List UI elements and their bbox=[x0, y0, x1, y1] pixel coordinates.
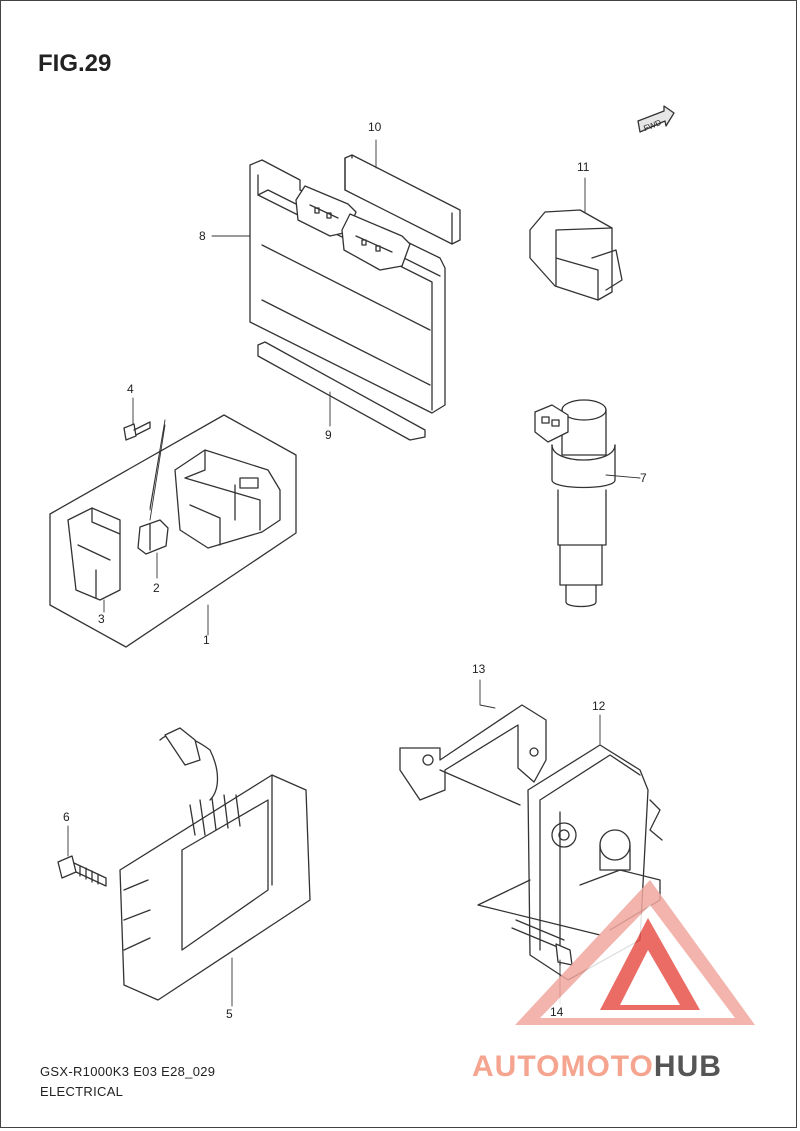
bolt-long bbox=[57, 855, 107, 887]
watermark-text-part2: HUB bbox=[653, 1050, 722, 1083]
callout-3: 3 bbox=[98, 612, 105, 626]
callout-12: 12 bbox=[592, 699, 606, 713]
bracket bbox=[399, 704, 547, 806]
fwd-arrow-icon: FWD bbox=[637, 105, 675, 133]
callout-1: 1 bbox=[203, 633, 210, 647]
control-module bbox=[119, 727, 311, 1001]
relay-unit bbox=[529, 209, 623, 301]
figure-title: FIG.29 bbox=[38, 50, 112, 77]
pad-lower bbox=[257, 341, 426, 441]
fuse bbox=[137, 519, 169, 555]
fuse-cover bbox=[67, 507, 121, 601]
bolt-small bbox=[123, 421, 151, 441]
watermark-text: AUTOMOTOHUB bbox=[472, 1050, 722, 1084]
watermark-text-part1: AUTOMOTO bbox=[472, 1050, 654, 1083]
fuse-box-outline bbox=[49, 414, 297, 648]
callout-4: 4 bbox=[127, 382, 134, 396]
model-code: GSX-R1000K3 E03 E28_029 bbox=[40, 1064, 216, 1079]
callout-11: 11 bbox=[577, 160, 590, 174]
section-label: ELECTRICAL bbox=[40, 1084, 124, 1099]
pad-upper bbox=[344, 154, 461, 245]
ignition-coil bbox=[534, 399, 616, 608]
callout-5: 5 bbox=[226, 1007, 233, 1021]
ecm-unit bbox=[249, 159, 446, 414]
callout-8: 8 bbox=[199, 229, 206, 243]
callout-6: 6 bbox=[63, 810, 70, 824]
fuse-box bbox=[174, 449, 281, 549]
watermark-logo bbox=[515, 880, 755, 1025]
callout-7: 7 bbox=[640, 471, 647, 485]
callout-13: 13 bbox=[472, 662, 486, 676]
callout-10: 10 bbox=[368, 120, 382, 134]
callout-2: 2 bbox=[153, 581, 160, 595]
callout-9: 9 bbox=[325, 428, 332, 442]
callout-14: 14 bbox=[550, 1005, 564, 1019]
